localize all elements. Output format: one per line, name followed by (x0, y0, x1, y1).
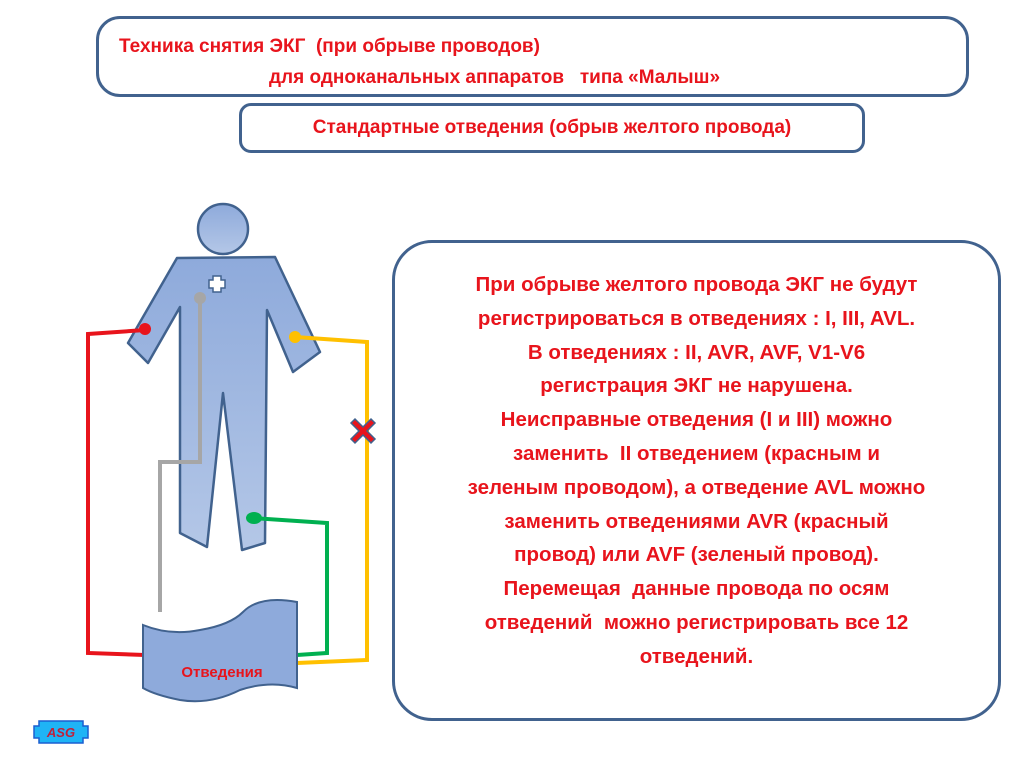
asg-badge-text: ASG (46, 725, 75, 740)
explanation-line: Перемещая данные провода по осям (503, 577, 890, 601)
subtitle-box: Стандартные отведения (обрыв желтого про… (239, 103, 865, 153)
explanation-line: В отведениях : II, AVR, AVF, V1-V6 (527, 340, 866, 364)
red-wire (86, 328, 146, 657)
head (196, 202, 250, 256)
explanation-box: При обрыве желтого провода ЭКГ не будут … (392, 240, 1001, 721)
asg-badge: ASG (33, 720, 89, 744)
title-line-2: для одноканальных аппаратов типа «Малыш» (269, 67, 721, 88)
explanation-line: зеленым проводом), а отведение AVL можно (467, 475, 926, 499)
green-electrode (246, 512, 262, 524)
explanation-line: заменить II отведением (красным и (513, 441, 880, 465)
yellow-wire (294, 335, 369, 665)
explanation-line: При обрыве желтого провода ЭКГ не будут (475, 273, 918, 296)
red-electrode (139, 323, 151, 335)
explanation-line: регистрироваться в отведениях : I, III, … (477, 306, 916, 330)
explanation-line: Неисправные отведения (I и III) можно (500, 408, 893, 432)
title-box: Техника снятия ЭКГ (при обрыве проводов)… (96, 16, 969, 97)
grey-wire (158, 298, 202, 612)
green-wire (252, 516, 329, 657)
leads-label: Отведения (181, 664, 262, 681)
title-line-1: Техника снятия ЭКГ (при обрыве проводов) (119, 36, 540, 57)
yellow-electrode (289, 331, 301, 343)
subtitle: Стандартные отведения (обрыв желтого про… (312, 117, 792, 138)
explanation-line: регистрация ЭКГ не нарушена. (540, 374, 853, 398)
explanation-line: отведений. (639, 644, 754, 668)
explanation-line: отведений можно регистрировать все 12 (484, 610, 909, 634)
grey-electrode (194, 292, 206, 304)
leads-document-shape (142, 599, 298, 703)
explanation-line: заменить отведениями AVR (красный (504, 509, 889, 533)
plus-icon (208, 275, 226, 293)
broken-wire-x-icon (349, 417, 377, 445)
body (126, 255, 322, 552)
explanation-line: провод) или AVF (зеленый провод). (514, 543, 879, 567)
